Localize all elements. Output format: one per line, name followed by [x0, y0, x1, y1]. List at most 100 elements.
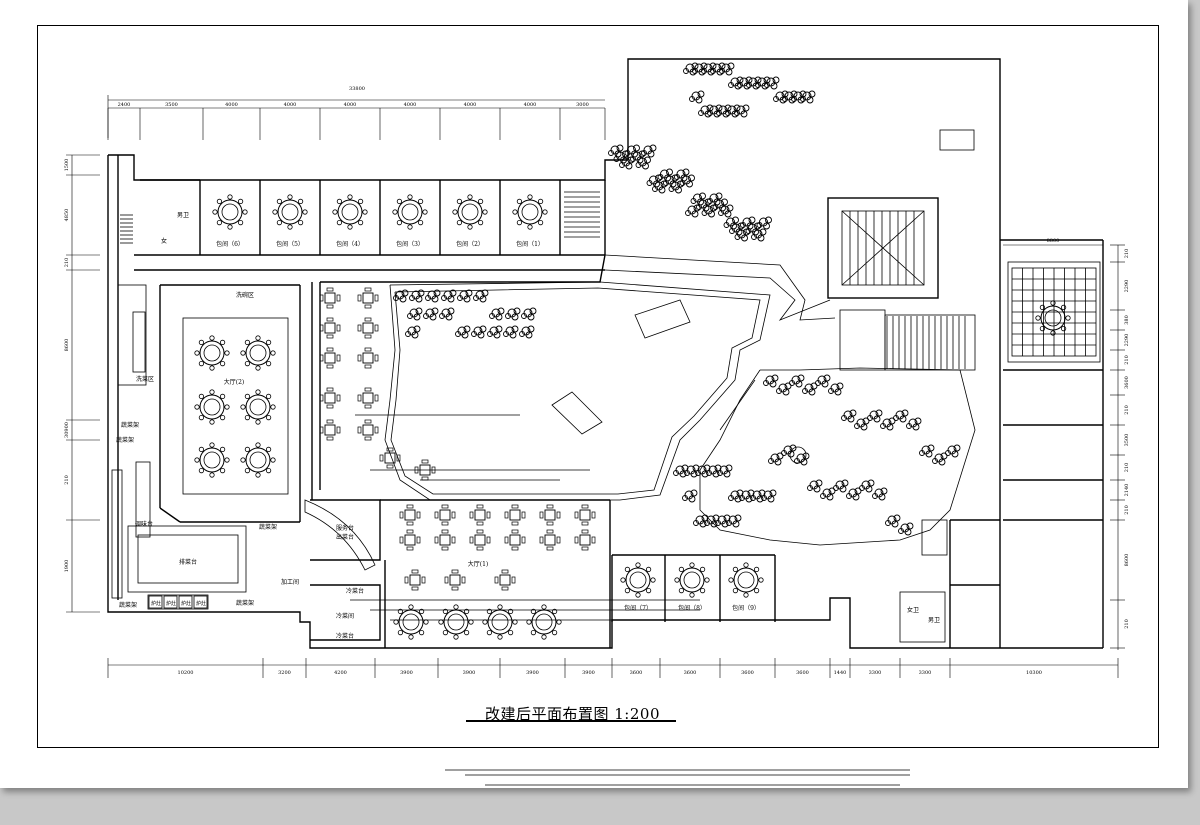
private-room-label: 包间（2）	[456, 240, 484, 248]
sink	[132, 311, 146, 373]
shrub	[859, 479, 875, 493]
round-table	[240, 442, 276, 478]
private-room-label: 包间（4）	[336, 240, 364, 248]
shrub	[701, 204, 717, 218]
shrub	[854, 417, 870, 431]
square-table	[574, 504, 596, 526]
dim-label: 380	[1124, 315, 1130, 325]
shrub	[820, 487, 836, 501]
round-table	[728, 562, 764, 598]
round-table	[332, 194, 368, 230]
rock	[789, 446, 807, 464]
stove	[148, 595, 163, 609]
square-table	[319, 387, 341, 409]
dim-label: 1500	[64, 159, 70, 172]
shrub	[489, 307, 505, 321]
shrub	[945, 444, 961, 458]
dim-label: 10200	[178, 670, 194, 676]
shrub	[674, 168, 690, 182]
shrub	[641, 144, 657, 158]
veg-rack-label: 蔬菜架	[236, 599, 254, 607]
shrub	[789, 374, 805, 388]
square-table	[444, 569, 466, 591]
shrub	[872, 487, 888, 501]
shrub	[685, 204, 701, 218]
path-line	[604, 269, 831, 321]
round-table	[240, 335, 276, 371]
shrub	[471, 325, 487, 339]
dim-label: 2290	[1124, 334, 1130, 347]
shrub	[712, 198, 728, 212]
veg-washing-label: 洗菜区	[136, 375, 154, 383]
stove-label: 炉灶	[196, 600, 206, 607]
private-room-label: 包间（7）	[624, 604, 652, 612]
dim-label: 4000	[524, 102, 537, 108]
square-table	[504, 529, 526, 551]
shrub	[802, 382, 818, 396]
square-table	[539, 529, 561, 551]
round-table	[512, 194, 548, 230]
dim-label: 2400	[118, 102, 131, 108]
shrub	[619, 156, 635, 170]
prep-label: 加工间	[281, 578, 299, 586]
shrub	[828, 382, 844, 396]
shrub	[919, 444, 935, 458]
veg-rack-label: 蔬菜架	[259, 523, 277, 531]
shrub	[756, 216, 772, 230]
stove	[178, 595, 193, 609]
round-table	[194, 389, 230, 425]
dim-label: 3900	[582, 670, 595, 676]
stove-label: 炉灶	[151, 600, 161, 607]
dim-label: 210	[1124, 463, 1130, 473]
wall-line	[159, 507, 181, 523]
shrub	[833, 479, 849, 493]
serving-label: 服务台	[336, 524, 354, 532]
shrub	[815, 374, 831, 388]
shrub	[487, 325, 503, 339]
shrub	[657, 168, 673, 182]
wall-line	[320, 254, 606, 283]
dim-label: 210	[1124, 619, 1130, 629]
shrub	[679, 174, 695, 188]
dim-label: 3900	[526, 670, 539, 676]
dim-label: 4000	[344, 102, 357, 108]
stove	[163, 595, 178, 609]
round-table	[194, 442, 230, 478]
shrub	[932, 452, 948, 466]
dim-label: 30900	[64, 422, 70, 438]
dim-label: 2140	[1124, 484, 1130, 497]
square-table	[404, 569, 426, 591]
seasoning-counter	[135, 461, 151, 538]
shrub	[729, 222, 745, 236]
square-table	[399, 529, 421, 551]
dim-label: 210	[64, 258, 70, 268]
private-room-label: 包间（3）	[396, 240, 424, 248]
shrub	[652, 180, 668, 194]
square-table	[469, 529, 491, 551]
shrub	[519, 325, 535, 339]
square-table	[494, 569, 516, 591]
dim-label: 1440	[834, 670, 847, 676]
round-table	[194, 335, 230, 371]
shrub	[764, 76, 780, 90]
shrub	[763, 374, 779, 388]
kitchen-counter	[127, 525, 247, 593]
dim-label: 3500	[165, 102, 178, 108]
cold-dish-label: 冷菜台	[336, 632, 354, 640]
dim-label: 210	[1124, 405, 1130, 415]
vip-table	[1035, 300, 1071, 336]
square-table	[504, 504, 526, 526]
wall-line	[310, 499, 381, 561]
pavilion-roof	[841, 210, 925, 286]
washing-label: 洗碗区	[236, 291, 254, 299]
shrub	[624, 144, 640, 158]
shrub	[906, 417, 922, 431]
shrub	[807, 479, 823, 493]
shrub	[439, 307, 455, 321]
shrub	[846, 487, 862, 501]
wc	[899, 591, 946, 643]
round-table	[240, 389, 276, 425]
private-room-label: 包间（1）	[516, 240, 544, 248]
dim-label: 3600	[684, 670, 697, 676]
